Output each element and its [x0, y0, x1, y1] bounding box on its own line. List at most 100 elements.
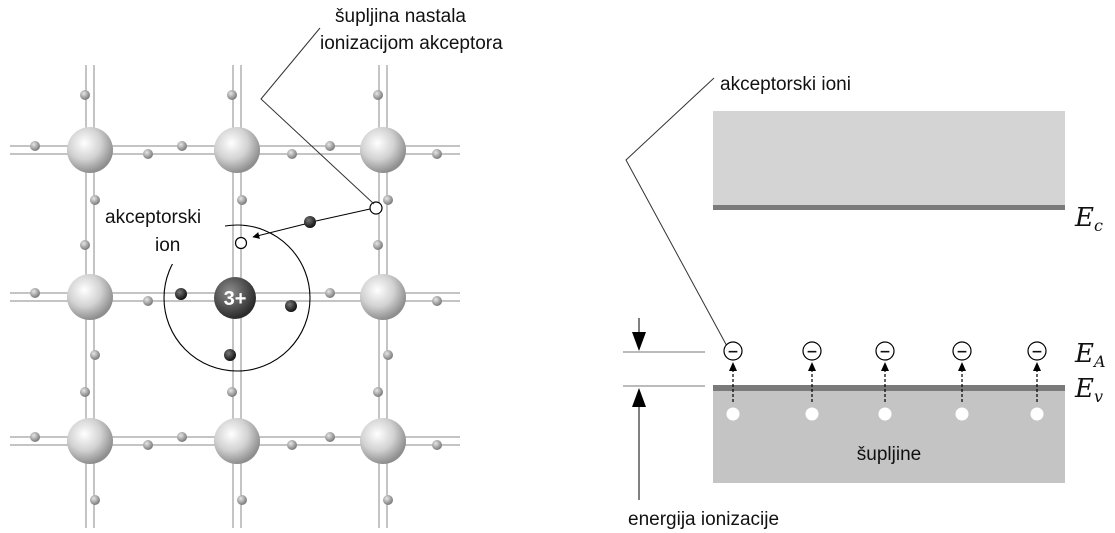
- host-atom: [214, 418, 260, 464]
- acceptor-ion: [723, 341, 743, 361]
- bond-electron: [383, 350, 393, 360]
- bond-electron: [325, 432, 335, 442]
- valence-level-label: Ev: [1074, 374, 1103, 406]
- host-atom: [67, 418, 113, 464]
- host-atom: [67, 127, 113, 173]
- bond-electron: [177, 141, 187, 151]
- hole-label-leader: [260, 27, 375, 205]
- impurity-electron: [285, 300, 297, 312]
- lattice-atoms: [67, 127, 406, 464]
- bond-electron: [432, 440, 442, 450]
- excitation-arrow-head: [1033, 362, 1041, 371]
- bond-electron: [383, 195, 393, 205]
- impurity-electrons: [175, 216, 316, 361]
- bond-electron: [143, 296, 153, 306]
- valence-level-subscript: v: [1094, 387, 1103, 406]
- host-atom: [67, 274, 113, 320]
- impurity-ion-sphere: [214, 277, 256, 319]
- lower-arrow-head: [632, 388, 646, 407]
- acceptor-ion-sign: −: [956, 344, 968, 360]
- acceptor-ion: [875, 341, 895, 361]
- impurity-electron: [224, 349, 236, 361]
- host-atom: [214, 127, 260, 173]
- acceptor-ion-label-line1: akceptorski: [105, 207, 201, 228]
- bond-electron: [30, 141, 40, 151]
- bond-electron: [325, 141, 335, 151]
- bond-electron: [287, 149, 297, 159]
- bond-electron: [373, 90, 383, 100]
- bond-electron: [143, 149, 153, 159]
- bond-electron: [373, 387, 383, 397]
- bond-electron: [30, 432, 40, 442]
- bond-electron: [237, 495, 247, 505]
- bond-electron: [30, 288, 40, 298]
- valence-band: [713, 389, 1065, 483]
- acceptor-ion-sign: −: [879, 344, 891, 360]
- bond-electron: [325, 288, 335, 298]
- bond-electron: [287, 440, 297, 450]
- conduction-band: [713, 111, 1065, 209]
- conduction-level-subscript: c: [1094, 216, 1103, 235]
- bond-electron: [90, 350, 100, 360]
- electron-path-arrow: [252, 223, 306, 239]
- conduction-level-symbol: E: [1074, 203, 1094, 233]
- excitation-arrow-head: [808, 362, 816, 371]
- holes-label: šupljine: [857, 444, 921, 465]
- upper-arrow-head: [632, 332, 646, 351]
- acceptor-ion-label: akceptorski ion: [103, 200, 225, 264]
- excitation-arrow-head: [881, 362, 889, 371]
- acceptor-ion: [802, 341, 822, 361]
- bond-electron: [80, 90, 90, 100]
- bond-electron: [80, 240, 90, 250]
- acceptor-level-label: EA: [1074, 339, 1106, 371]
- hole-label-line2: ionizacijom akceptora: [320, 33, 503, 54]
- acceptor-ions-label: akceptorski ioni: [720, 74, 851, 95]
- acceptor-ion: [952, 341, 972, 361]
- acceptor-ion-sign: −: [806, 344, 818, 360]
- conduction-band-edge: [713, 205, 1065, 210]
- acceptor-ion-label-bg: [103, 200, 225, 264]
- ionized-hole: [369, 201, 383, 215]
- host-atom: [360, 127, 406, 173]
- electron-path-line: [315, 208, 371, 222]
- acceptor-level-subscript: A: [1092, 352, 1106, 371]
- acceptor-sites: −−−−−: [723, 341, 1047, 421]
- bond-electron: [432, 149, 442, 159]
- acceptor-ion-label-line2: ion: [155, 235, 180, 256]
- bond-electron: [227, 387, 237, 397]
- hole: [726, 407, 740, 421]
- ionization-energy-indicator: [623, 318, 705, 500]
- acceptor-ions-leader: [625, 77, 729, 349]
- excitation-arrow-head: [729, 362, 737, 371]
- bond-electron: [432, 296, 442, 306]
- impurity-charge-label: 3+: [224, 288, 247, 310]
- hole: [805, 407, 819, 421]
- bond-electron: [90, 195, 100, 205]
- acceptor-ion-sign: −: [727, 344, 739, 360]
- excitation-arrow-head: [958, 362, 966, 371]
- valence-level-symbol: E: [1074, 374, 1094, 404]
- acceptor-orbit: [163, 224, 311, 372]
- vacancy-hole: [234, 236, 248, 250]
- bond-electron: [90, 495, 100, 505]
- impurity-electron: [175, 288, 187, 300]
- bond-electron: [373, 240, 383, 250]
- conduction-level-label: Ec: [1074, 203, 1103, 235]
- bond-electron: [237, 195, 247, 205]
- valence-band-edge: [713, 385, 1065, 391]
- hole-label: šupljina nastala ionizacijom akceptora: [320, 6, 503, 54]
- hole: [1030, 407, 1044, 421]
- acceptor-ion-sign: −: [1031, 344, 1043, 360]
- impurity-ion: 3+: [214, 277, 256, 319]
- lattice-electrons: [30, 90, 442, 505]
- bond-electron: [227, 90, 237, 100]
- acceptor-ion: [1027, 341, 1047, 361]
- bond-electron: [80, 387, 90, 397]
- hole-label-line1: šupljina nastala: [335, 6, 466, 27]
- hole: [955, 407, 969, 421]
- ionization-energy-label: energija ionizacije: [628, 509, 779, 530]
- bond-electron: [143, 440, 153, 450]
- acceptor-level-symbol: E: [1074, 339, 1094, 369]
- migrating-electron: [304, 216, 316, 228]
